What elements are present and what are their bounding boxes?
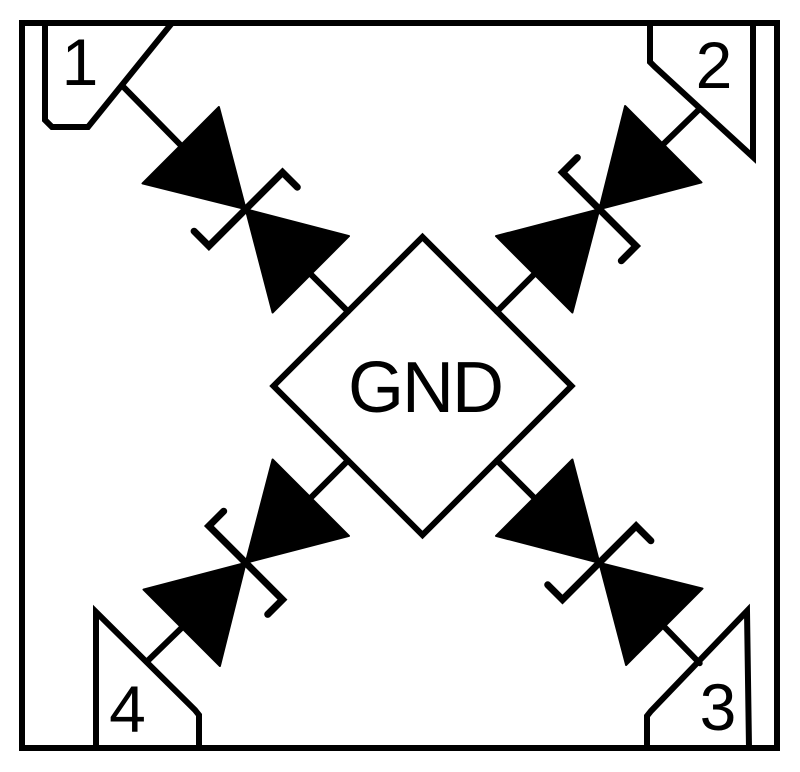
- gnd-diamond: [269, 232, 576, 540]
- pin-3-wire: [661, 623, 703, 667]
- pin-1-label: 1: [62, 25, 99, 99]
- pin-2-label: 2: [696, 28, 733, 102]
- pin-3-label: 3: [700, 670, 737, 744]
- pin-2-wire: [660, 106, 702, 148]
- pin-3-pad: [644, 603, 752, 749]
- pin-4-pad: [93, 604, 202, 748]
- package-outline: [19, 20, 780, 751]
- gnd-label: GND: [348, 348, 502, 428]
- pin-2-pad: [647, 23, 756, 164]
- pin-1-wire: [119, 83, 184, 149]
- pin-4-label: 4: [109, 672, 146, 746]
- pin-4-wire: [143, 624, 185, 665]
- pin-1-pad: [42, 21, 175, 130]
